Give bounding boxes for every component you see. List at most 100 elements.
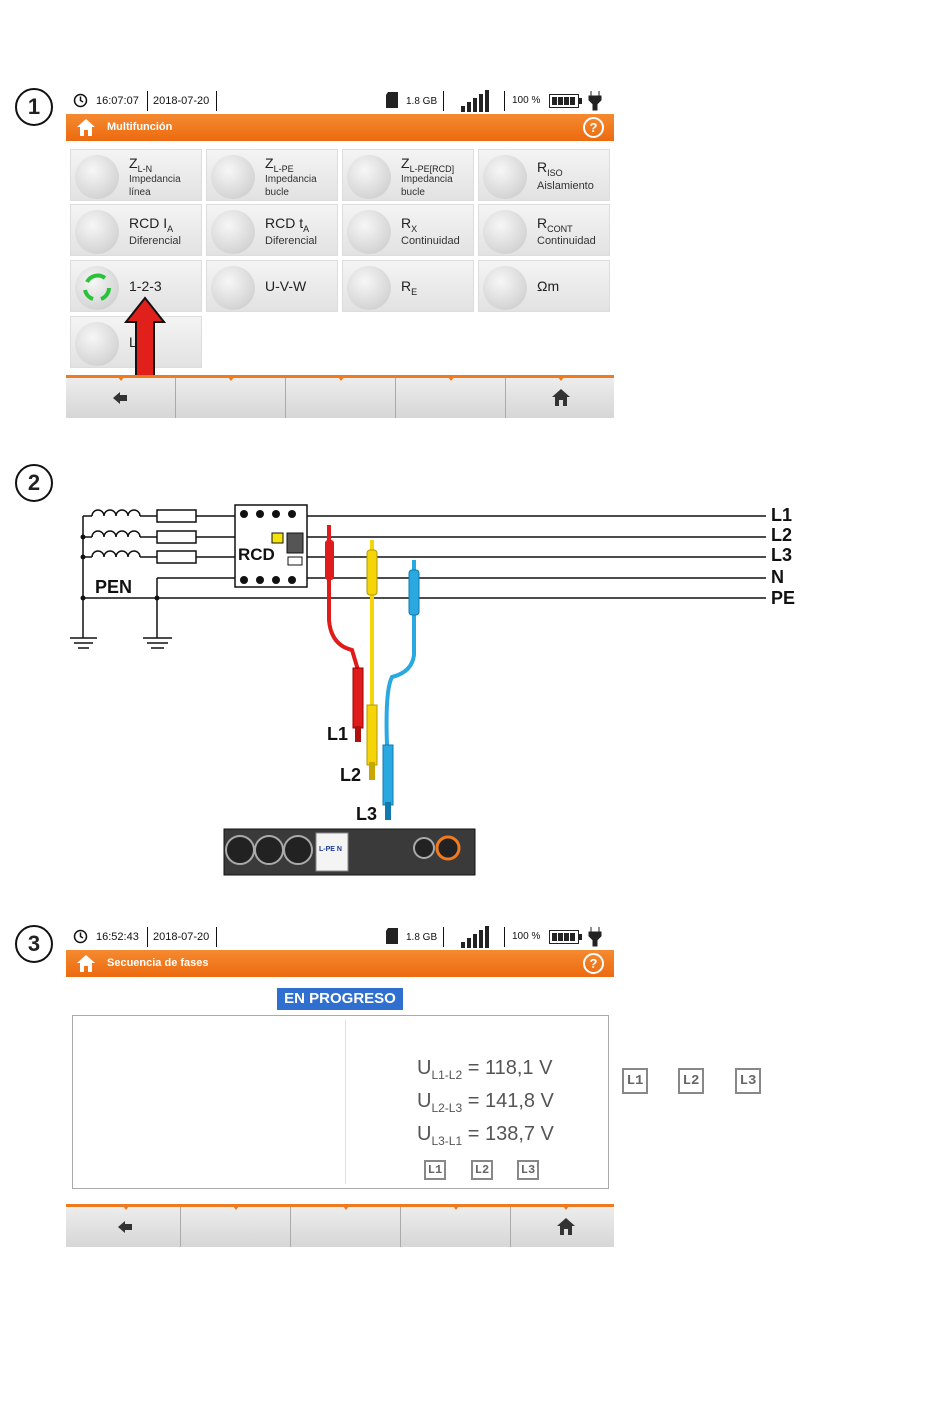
tile-z-lpe-rcd[interactable]: ZL-PE[RCD] Impedancia bucle	[342, 149, 474, 201]
tile-subscript: L-PE[RCD]	[409, 163, 455, 174]
continuity-icon	[483, 210, 527, 254]
reading-l3-l1: UL3-L1 = 138,7 V	[417, 1123, 554, 1148]
reading-symbol: U	[417, 1057, 432, 1079]
tile-desc-2: bucle	[265, 187, 289, 198]
probe-label-l1: L1	[327, 724, 349, 744]
clock-icon	[73, 93, 88, 108]
line-label-l3: L3	[771, 545, 793, 565]
time-label: 16:52:43	[96, 931, 139, 943]
tile-subscript: L-N	[137, 163, 153, 174]
tile-desc-2: bucle	[401, 187, 425, 198]
sd-card-icon	[386, 92, 398, 108]
legend-box-l1: L1	[622, 1068, 648, 1094]
phase-box-l1: L1	[424, 1160, 446, 1180]
tile-motor-rotation[interactable]: U-V-W	[206, 260, 338, 312]
phase-box-l2: L2	[471, 1160, 493, 1180]
continuity-icon	[347, 210, 391, 254]
line-label-pe: PE	[771, 588, 796, 608]
title-bar: Secuencia de fases ?	[66, 950, 614, 977]
tile-title: RCD t	[265, 215, 304, 231]
tile-title: Ωm	[537, 278, 560, 294]
probe-label-l3: L3	[356, 804, 378, 824]
tile-title: Z	[401, 155, 410, 171]
storage-label: 1.8 GB	[406, 96, 438, 107]
rotation-arrows-icon	[75, 266, 119, 310]
earth-resistance-icon	[347, 266, 391, 310]
tile-rx[interactable]: RX Continuidad	[342, 204, 474, 256]
status-bar: 16:07:07 2018-07-20 1.8 GB 100 %	[66, 87, 614, 115]
tile-re[interactable]: RE	[342, 260, 474, 312]
tile-desc-1: Diferencial	[265, 235, 317, 247]
rcd-icon	[75, 210, 119, 254]
tile-rcd-ia[interactable]: RCD IA Diferencial	[70, 204, 202, 256]
back-arrow-icon[interactable]	[118, 1221, 132, 1233]
plug-icon	[588, 91, 602, 111]
tile-subscript: ISO	[547, 167, 563, 178]
tile-desc-1: Continuidad	[537, 235, 596, 247]
tile-desc-1: Impedancia	[265, 174, 317, 185]
line-label-n: N	[771, 567, 784, 587]
tile-desc-1: Continuidad	[401, 235, 460, 247]
line-label-l1: L1	[771, 505, 793, 525]
panel-divider	[345, 1020, 346, 1184]
tile-subscript: X	[411, 223, 418, 234]
tile-z-ln[interactable]: ZL-N Impedancia línea	[70, 149, 202, 201]
tile-riso[interactable]: RISO Aislamiento	[478, 149, 610, 201]
tile-title: RCD I	[129, 215, 168, 231]
time-label: 16:07:07	[96, 95, 139, 107]
probe-label-l2: L2	[340, 765, 362, 785]
reading-l2-l3: UL2-L3 = 141,8 V	[417, 1090, 554, 1115]
battery-percent: 100 %	[512, 95, 541, 106]
date-label: 2018-07-20	[153, 95, 210, 107]
home-icon[interactable]	[552, 389, 570, 406]
reading-subscript: L1-L2	[431, 1068, 463, 1082]
tile-desc-1: Diferencial	[129, 235, 181, 247]
reading-value: = 141,8 V	[467, 1090, 554, 1112]
home-icon[interactable]	[76, 954, 96, 973]
clock-icon	[73, 929, 88, 944]
tile-subscript: E	[411, 286, 418, 297]
reading-subscript: L3-L1	[431, 1134, 463, 1148]
rotation-arrows-icon	[83, 273, 111, 301]
earth-resistivity-icon	[483, 266, 527, 310]
reading-subscript: L2-L3	[431, 1101, 463, 1115]
phase-box-l3: L3	[517, 1160, 539, 1180]
legend-box-l3: L3	[735, 1068, 761, 1094]
tile-subscript: CONT	[547, 223, 573, 234]
insulation-icon	[483, 155, 527, 199]
tile-rcont[interactable]: RCONT Continuidad	[478, 204, 610, 256]
pen-label: PEN	[95, 577, 133, 597]
impedance-loop-icon	[75, 155, 119, 199]
rcd-label: RCD	[238, 545, 275, 564]
tile-desc-2: línea	[129, 187, 151, 198]
home-icon[interactable]	[76, 118, 96, 137]
tile-title: L	[129, 334, 137, 350]
tile-z-lpe[interactable]: ZL-PE Impedancia bucle	[206, 149, 338, 201]
bottom-toolbar	[66, 375, 614, 418]
signal-icon	[461, 90, 489, 112]
tile-title: Z	[265, 155, 274, 171]
home-icon[interactable]	[557, 1218, 575, 1235]
tile-title: 1-2-3	[129, 278, 162, 294]
step-number-3: 3	[15, 925, 53, 963]
title-bar: Multifunción ?	[66, 114, 614, 141]
reading-symbol: U	[417, 1123, 432, 1145]
tile-title: Z	[129, 155, 138, 171]
battery-percent: 100 %	[512, 931, 541, 942]
tile-resistivity[interactable]: Ωm	[478, 260, 610, 312]
help-icon[interactable]: ?	[583, 953, 604, 974]
line-label-l2: L2	[771, 525, 793, 545]
help-icon[interactable]: ?	[583, 117, 604, 138]
status-bar: 16:52:43 2018-07-20 1.8 GB 100 %	[66, 923, 614, 951]
back-arrow-icon[interactable]	[113, 392, 127, 404]
reading-symbol: U	[417, 1090, 432, 1112]
sd-card-icon	[386, 928, 398, 944]
motor-icon	[211, 266, 255, 310]
tile-title: R	[401, 278, 412, 294]
tile-desc-1: Aislamiento	[537, 180, 594, 192]
tile-rcd-ta[interactable]: RCD tA Diferencial	[206, 204, 338, 256]
tile-phase-sequence[interactable]: 1-2-3	[70, 260, 202, 312]
tile-title: R	[401, 215, 412, 231]
battery-icon	[549, 94, 582, 108]
